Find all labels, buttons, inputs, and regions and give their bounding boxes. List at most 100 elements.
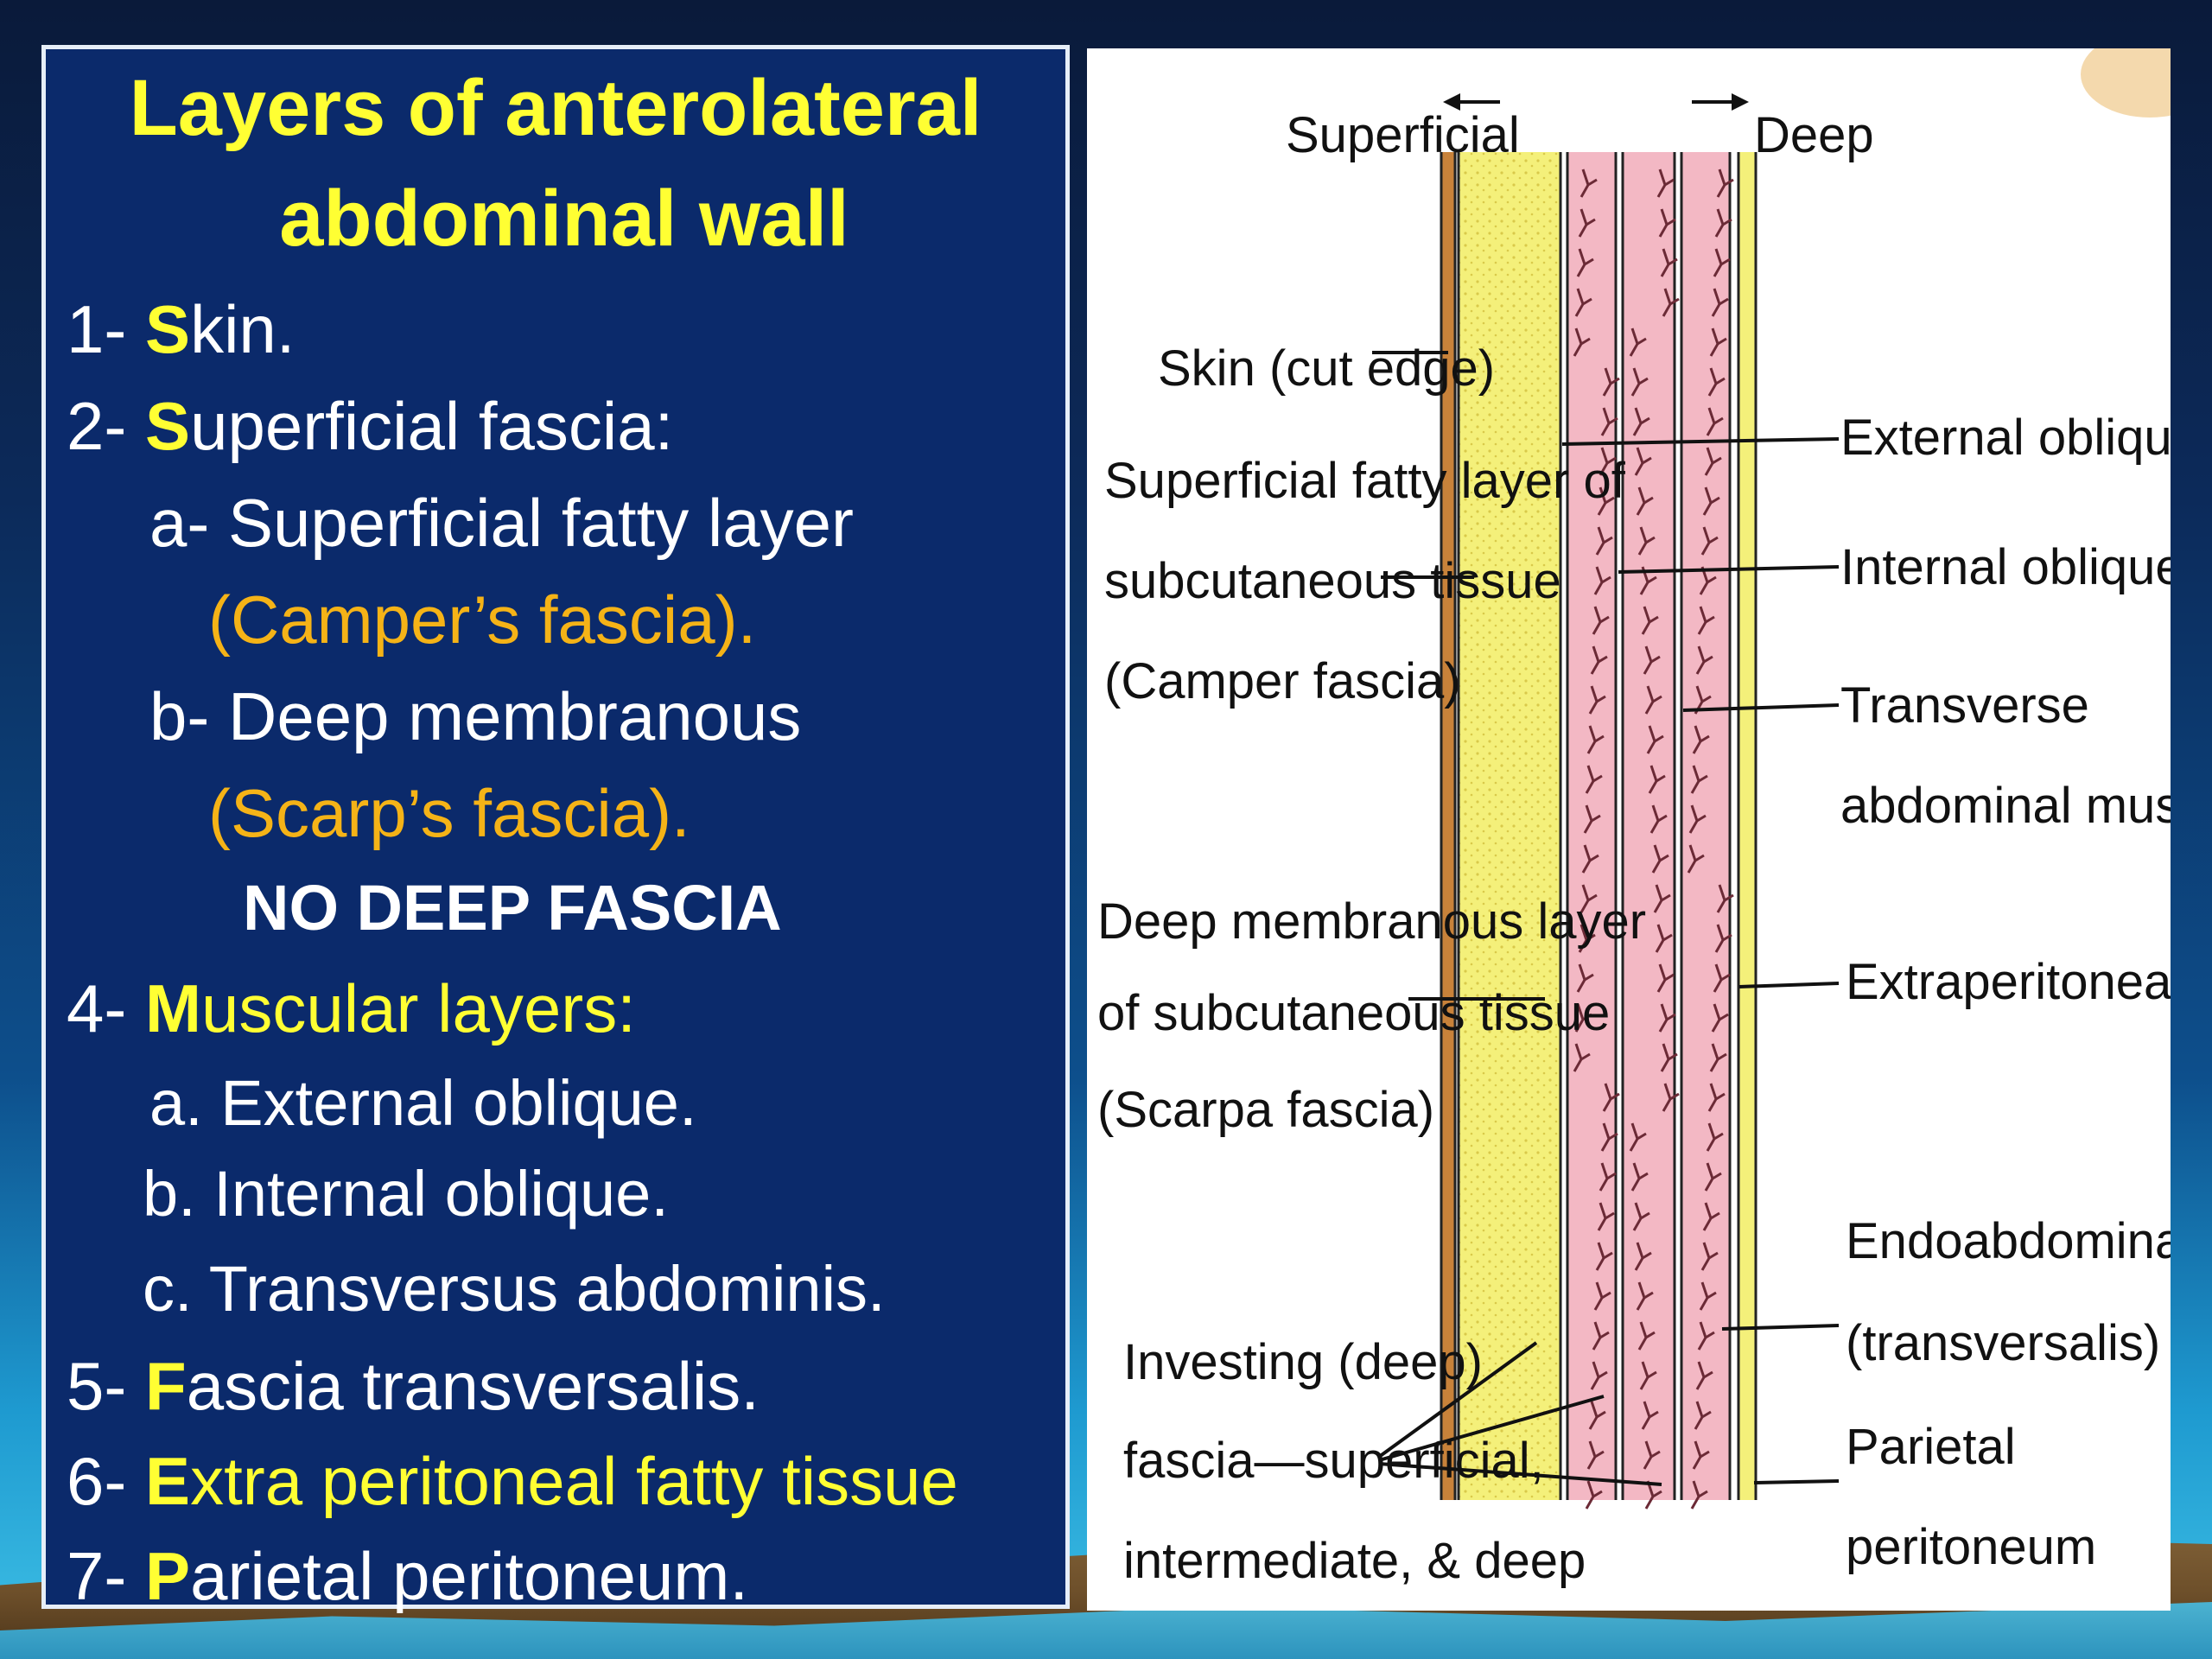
muscle-fiber-mark	[1695, 1361, 1713, 1390]
muscle-fiber-mark	[1700, 526, 1719, 556]
muscle-fiber-mark	[1649, 804, 1668, 834]
transverse-muscle-layer	[1681, 152, 1730, 1500]
muscle-fiber-mark	[1694, 1401, 1712, 1430]
muscle-fiber-mark	[1709, 1043, 1727, 1072]
muscle-fiber-mark	[1643, 645, 1661, 675]
muscle-fiber-mark	[1574, 1003, 1592, 1033]
muscle-fiber-mark	[1695, 645, 1713, 675]
muscle-fiber-mark	[1653, 884, 1671, 913]
leader-parietal	[1753, 1479, 1840, 1484]
muscle-fiber-mark	[1629, 1122, 1647, 1152]
muscle-fiber-mark	[1706, 1122, 1724, 1152]
muscle-fiber-mark	[1716, 168, 1734, 198]
title-line-2: abdominal wall	[279, 175, 849, 263]
muscle-fiber-mark	[1699, 566, 1717, 595]
muscle-fiber-mark	[1704, 1162, 1722, 1192]
skin-layer	[1441, 152, 1455, 1500]
muscle-fiber-mark	[1714, 924, 1732, 953]
muscle-fiber-mark	[1573, 1043, 1591, 1072]
item-external-oblique: a. External oblique.	[149, 1067, 697, 1139]
label-endoabdominal-1: Endoabdominal	[1846, 1213, 2171, 1269]
muscle-fiber-mark	[1644, 685, 1662, 715]
label-camper-1: Superficial fatty layer of	[1104, 453, 1626, 509]
muscle-fiber-mark	[1597, 486, 1615, 516]
labels-left: Skin (cut edge) Superficial fatty layer …	[1097, 340, 1646, 1589]
muscle-fiber-mark	[1636, 1281, 1654, 1311]
label-skin: Skin (cut edge)	[1158, 340, 1495, 397]
muscle-fiber-mark	[1713, 963, 1731, 993]
item-parietal-peritoneum: 7- Parietal peritoneum.	[67, 1538, 749, 1614]
muscle-fiber-mark	[1585, 765, 1603, 794]
muscle-fiber-mark	[1592, 606, 1610, 635]
corner-decoration	[2081, 48, 2171, 118]
muscle-fiber-mark	[1716, 884, 1734, 913]
muscle-fiber-mark	[1595, 526, 1613, 556]
muscle-fiber-mark	[1576, 248, 1594, 277]
muscle-fiber-mark	[1595, 1242, 1613, 1271]
muscle-fiber-mark	[1646, 725, 1664, 754]
muscle-fiber-mark	[1662, 1083, 1680, 1112]
label-scarpa-1: Deep membranous layer	[1097, 893, 1646, 950]
muscle-fiber-mark	[1632, 1202, 1650, 1231]
text-panel: Layers of anterolateral abdominal wall 1…	[41, 45, 1070, 1614]
muscle-fiber-mark	[1656, 963, 1675, 993]
label-transverse-2: abdominal muscle	[1840, 778, 2171, 834]
muscle-fiber-mark	[1660, 1043, 1678, 1072]
muscle-fiber-mark	[1713, 248, 1731, 277]
label-investing-3: intermediate, & deep	[1123, 1533, 1586, 1589]
muscle-fiber-mark	[1583, 804, 1601, 834]
direction-deep: Deep	[1754, 107, 1874, 163]
muscle-fiber-mark	[1581, 844, 1599, 874]
leader-external-oblique	[1561, 437, 1840, 446]
label-camper-2: subcutaneous tissue	[1104, 553, 1561, 609]
muscle-fiber-mark	[1580, 168, 1598, 198]
muscle-fiber-mark	[1636, 486, 1654, 516]
muscle-fiber-mark	[1704, 447, 1722, 476]
muscle-fiber-mark	[1586, 1440, 1605, 1470]
muscle-fiber-mark	[1602, 1083, 1620, 1112]
leader-transverse	[1682, 703, 1840, 712]
label-parietal-2: peritoneum	[1846, 1519, 2096, 1575]
label-scarpa-2: of subcutaneous tissue	[1097, 985, 1610, 1041]
arrow-left-icon	[1443, 93, 1500, 111]
muscle-fiber-mark	[1714, 208, 1732, 238]
item-scarps-fascia: (Scarp’s fascia).	[208, 775, 690, 851]
extraperitoneal-fat-layer	[1738, 152, 1756, 1500]
muscle-fiber-mark	[1578, 208, 1596, 238]
item-muscular-layers: 4- Muscular layers:	[67, 970, 636, 1046]
muscle-fiber-mark	[1590, 645, 1608, 675]
label-transverse-1: Transverse	[1840, 677, 2089, 734]
muscle-fiber-mark	[1578, 924, 1596, 953]
muscle-fiber-mark	[1660, 248, 1678, 277]
muscle-fiber-mark	[1592, 1321, 1610, 1351]
label-camper-3: (Camper fascia)	[1104, 653, 1461, 709]
muscle-fiber-mark	[1600, 407, 1618, 436]
muscle-fiber-mark	[1709, 327, 1727, 357]
muscle-fiber-mark	[1707, 1083, 1726, 1112]
muscle-fiber-mark	[1641, 1401, 1659, 1430]
title-line-1: Layers of anterolateral	[129, 64, 982, 152]
muscle-fiber-mark	[1658, 208, 1676, 238]
muscle-fiber-mark	[1585, 1480, 1603, 1510]
label-investing-1: Investing (deep)	[1123, 1334, 1483, 1390]
muscle-fiber-mark	[1600, 1122, 1618, 1152]
leader-lines	[1372, 351, 1840, 1486]
layers-diagram: Superficial Deep Ski	[1097, 48, 2171, 1589]
muscle-fiber-mark	[1632, 407, 1650, 436]
leader-extraperitoneal	[1738, 982, 1840, 988]
muscle-fiber-mark	[1574, 288, 1592, 317]
muscle-fiber-mark	[1702, 486, 1720, 516]
muscle-fiber-mark	[1590, 1361, 1608, 1390]
muscle-fiber-mark	[1690, 1480, 1708, 1510]
muscle-fiber-mark	[1692, 1440, 1710, 1470]
muscle-fiber-mark	[1655, 924, 1673, 953]
label-parietal-1: Parietal	[1846, 1419, 2016, 1475]
muscle-fiber-mark	[1687, 844, 1705, 874]
label-investing-2: fascia—superficial,	[1123, 1433, 1544, 1489]
muscle-fiber-mark	[1699, 1281, 1717, 1311]
muscle-fiber-mark	[1629, 327, 1647, 357]
camper-fat-texture	[1459, 152, 1560, 1500]
muscle-fiber-mark	[1630, 1162, 1649, 1192]
muscle-fiber-mark	[1711, 1003, 1729, 1033]
muscle-fiber-mark	[1580, 884, 1598, 913]
